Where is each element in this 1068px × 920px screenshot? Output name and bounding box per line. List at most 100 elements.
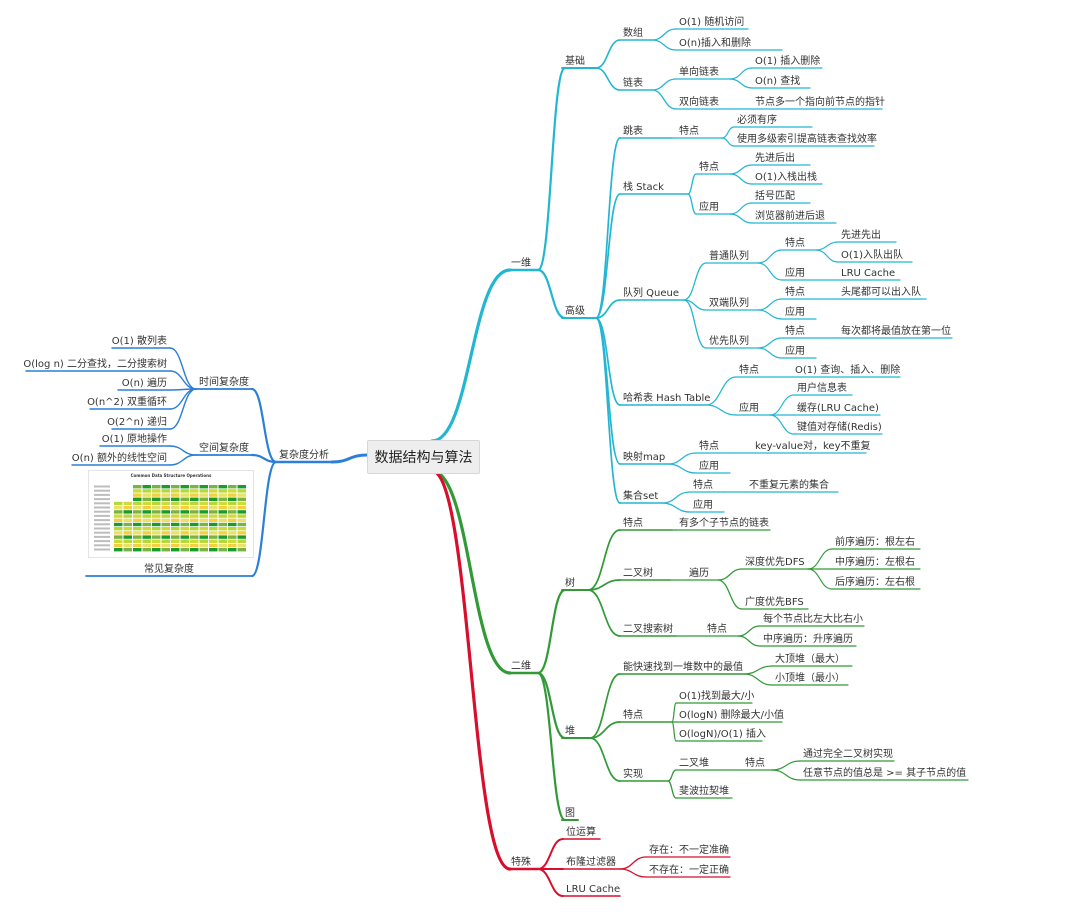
cheatsheet-cell <box>123 518 132 522</box>
cheatsheet-cell <box>123 543 132 548</box>
cheatsheet-cell <box>209 485 218 489</box>
node-space-complexity: 空间复杂度 <box>199 441 249 454</box>
branch-connector <box>595 317 621 504</box>
cheatsheet-cell <box>218 485 227 489</box>
branch-connector <box>757 347 783 359</box>
branch-connector <box>729 202 753 215</box>
cheatsheet-cell <box>237 543 246 548</box>
cheatsheet-cell <box>133 489 142 493</box>
node-complexity: 复杂度分析 <box>279 448 329 461</box>
node-bit-ops: 位运算 <box>566 825 596 838</box>
cheatsheet-cell <box>114 548 123 552</box>
cheatsheet-cell <box>133 527 142 531</box>
cheatsheet-cell <box>123 497 132 501</box>
node-set: 集合set <box>623 489 658 502</box>
cheatsheet-cell <box>180 493 189 497</box>
branch-connector <box>667 769 677 782</box>
node-common-complexity: 常见复杂度 <box>144 562 194 575</box>
cheatsheet-cell <box>190 510 199 514</box>
cheatsheet-cell <box>209 548 218 552</box>
branch-connector <box>589 673 621 739</box>
branch-connector <box>729 164 753 175</box>
cheatsheet-cell <box>171 489 180 493</box>
cheatsheet-cell <box>209 497 218 501</box>
cheatsheet-cell <box>123 514 132 518</box>
cheatsheet-cell <box>190 497 199 501</box>
cheatsheet-cell <box>123 535 132 539</box>
cheatsheet-cell <box>123 522 132 527</box>
cheatsheet-cell <box>142 501 151 506</box>
cheatsheet-cell <box>133 510 142 514</box>
branch-connector <box>683 262 707 301</box>
cheatsheet-cell <box>209 539 218 543</box>
cheatsheet-cell <box>142 548 151 552</box>
node-tree: 树 <box>565 576 575 589</box>
cheatsheet-cell <box>114 522 123 527</box>
heap-top-item: 大顶堆（最大） <box>775 652 845 665</box>
skiplist-item: 使用多级索引提高链表查找效率 <box>737 132 877 145</box>
stack-item: 浏览器前进后退 <box>755 209 825 222</box>
node-fib-heap: 斐波拉契堆 <box>679 784 729 797</box>
cheatsheet-cell <box>171 527 180 531</box>
branch-connector <box>717 568 743 581</box>
branch-connector <box>651 89 677 110</box>
heap-top: 能快速找到一堆数中的最值 <box>623 660 743 673</box>
node-deque: 双端队列 <box>709 296 749 309</box>
branch-connector <box>721 137 735 147</box>
branch-connector <box>757 298 783 311</box>
cheatsheet-cell <box>133 518 142 522</box>
dfs-item: 前序遍历：根左右 <box>835 535 915 548</box>
cheatsheet-row-name <box>94 527 110 530</box>
cheatsheet-cell <box>133 497 142 501</box>
cheatsheet-cell <box>237 506 246 510</box>
cheatsheet-cell <box>199 539 208 543</box>
cheatsheet-cell <box>190 531 199 535</box>
cheatsheet-cell <box>161 514 170 518</box>
branch-connector <box>737 635 761 647</box>
cheatsheet-cell <box>142 493 151 497</box>
cheatsheet-cell <box>161 535 170 539</box>
deque-feature: 特点 <box>785 286 805 298</box>
branch-connector <box>536 671 567 822</box>
cheatsheet-cell <box>161 527 170 531</box>
root-node: 数据结构与算法 <box>367 440 480 474</box>
branch-connector <box>595 317 621 465</box>
branch-connector <box>250 460 278 578</box>
cheatsheet-cell <box>237 527 246 531</box>
cheatsheet-cell <box>190 548 199 552</box>
cheatsheet-cell <box>171 493 180 497</box>
cheatsheet-cell <box>161 543 170 548</box>
cheatsheet-row-name <box>94 498 110 501</box>
cheatsheet-cell <box>133 548 142 552</box>
branch-connector <box>671 721 677 742</box>
branch-connector <box>705 376 737 406</box>
node-basic: 基础 <box>565 54 585 67</box>
cheatsheet-cell <box>133 514 142 518</box>
branch-connector <box>705 404 737 416</box>
branch-connector <box>769 394 795 416</box>
cheatsheet-cell <box>161 510 170 514</box>
cheatsheet-cell <box>171 543 180 548</box>
cheatsheet-cell <box>218 543 227 548</box>
array-item: O(1) 随机访问 <box>679 15 744 28</box>
branch-connector <box>771 760 801 771</box>
time-item: O(n^2) 双重循环 <box>87 395 167 408</box>
branch-connector <box>587 579 621 591</box>
cheatsheet-cell <box>199 485 208 489</box>
cheatsheet-cell <box>123 510 132 514</box>
cheatsheet-cell <box>237 531 246 535</box>
cheatsheet-cell <box>171 539 180 543</box>
cheatsheet-cell <box>190 539 199 543</box>
root-to-complexity <box>330 453 369 464</box>
cheatsheet-cell <box>228 506 237 510</box>
cheatsheet-row-name <box>94 523 110 526</box>
cheatsheet-cell <box>218 539 227 543</box>
node-lru-cache: LRU Cache <box>566 884 620 895</box>
cheatsheet-cell <box>209 506 218 510</box>
branch-connector <box>250 387 278 464</box>
cheatsheet-cell <box>190 527 199 531</box>
cheatsheet-cell <box>152 506 161 510</box>
cheatsheet-cell <box>180 489 189 493</box>
node-graph: 图 <box>565 807 575 819</box>
bloom-item: 存在：不一定准确 <box>649 843 729 856</box>
